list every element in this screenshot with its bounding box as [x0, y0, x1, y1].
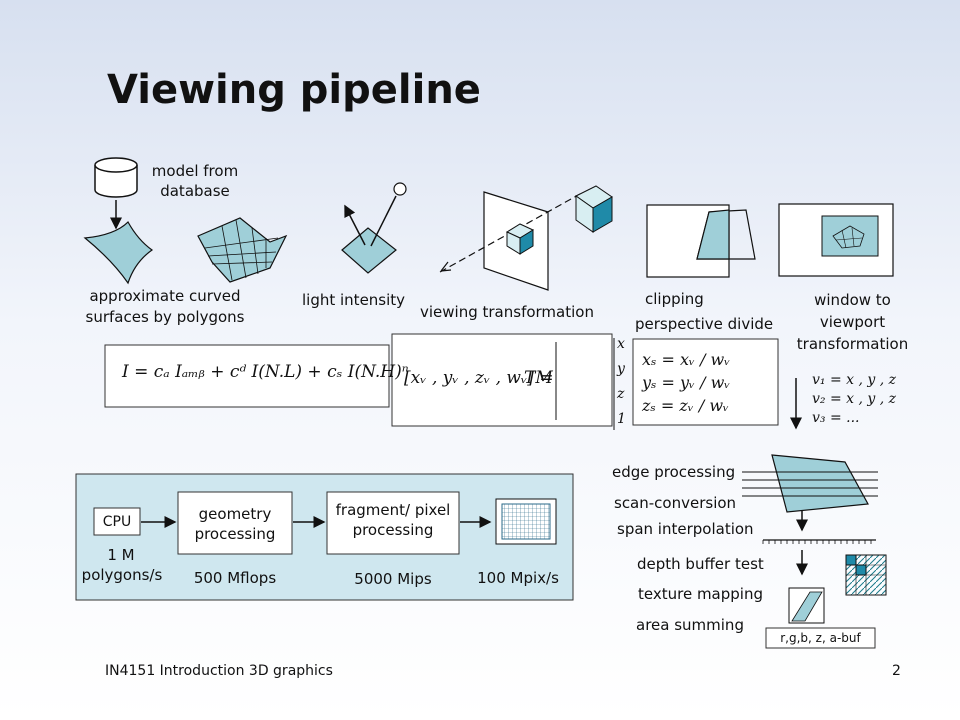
viewing-transform-icon [439, 185, 613, 291]
polygon-mesh-icon [197, 217, 288, 283]
fragment-label-2: processing [352, 521, 434, 539]
approx-label-2: surfaces by polygons [85, 308, 245, 326]
scan-label: scan-conversion [614, 494, 737, 512]
framebuffer-icon [495, 498, 557, 545]
fragment-label-1: fragment/ pixel [335, 501, 451, 519]
perspective-label: perspective divide [635, 315, 774, 333]
depth-label: depth buffer test [637, 555, 764, 573]
lighting-formula-box [104, 344, 390, 408]
transform-lhs: [xᵥ , yᵥ , zᵥ , wᵥ] = [404, 368, 554, 388]
cpu-rate-2: polygons/s [81, 566, 163, 584]
divide-y: yₛ = yᵥ / wᵥ [642, 373, 731, 392]
light-label: light intensity [302, 291, 406, 309]
curved-surface-icon [83, 221, 154, 285]
scan-conversion-icon [742, 454, 878, 513]
edge-label: edge processing [612, 463, 736, 481]
vertex-2: v₂ = x , y , z [812, 391, 897, 407]
model-label-1: model from [151, 162, 239, 180]
transform-formula-box [391, 333, 613, 427]
slide-title: Viewing pipeline [107, 67, 481, 113]
vec-x: x [617, 336, 625, 352]
fragment-rate: 5000 Mips [354, 570, 432, 588]
divide-x: xₛ = xᵥ / wᵥ [642, 350, 731, 369]
lighting-formula: I = cₐ Iₐₘᵦ + cᵈ I(N.L) + cₛ I(N.H)ⁿ [122, 362, 409, 382]
window-label-3: transformation [796, 335, 909, 353]
area-label: area summing [636, 616, 744, 634]
transform-tm: TM [524, 368, 553, 388]
hardware-panel [75, 473, 574, 601]
geometry-label-2: processing [194, 525, 276, 543]
geometry-label-1: geometry [198, 505, 272, 523]
pixel-rate: 100 Mpix/s [477, 569, 559, 587]
approx-label-1: approximate curved [89, 287, 241, 305]
database-icon [94, 157, 138, 198]
light-intensity-icon [341, 182, 407, 274]
texture-mapping-icon [788, 587, 825, 624]
geometry-rate: 500 Mflops [193, 569, 277, 587]
span-label: span interpolation [617, 520, 754, 538]
vec-z: z [617, 386, 625, 402]
viewport-icon [778, 203, 894, 277]
window-label-2: viewport [819, 313, 886, 331]
vec-one: 1 [617, 411, 626, 427]
span-interpolation-icon [762, 539, 876, 544]
texture-label: texture mapping [638, 585, 763, 603]
vec-y: y [617, 361, 625, 377]
abuffer-label: r,g,b, z, a-buf [780, 631, 861, 645]
page-number: 2 [892, 663, 901, 679]
abuffer-box [765, 627, 876, 649]
vertex-1: v₁ = x , y , z [812, 372, 897, 388]
footer-course: IN4151 Introduction 3D graphics [105, 663, 333, 679]
window-label-1: window to [814, 291, 891, 309]
depth-buffer-icon [845, 554, 887, 596]
cpu-rate-1: 1 M [107, 546, 135, 564]
divide-formula-box [632, 338, 779, 426]
divide-z: zₛ = zᵥ / wᵥ [642, 396, 730, 415]
viewing-label: viewing transformation [420, 303, 594, 321]
clipping-icon [646, 204, 756, 278]
cpu-label: CPU [102, 514, 132, 530]
clipping-label: clipping [645, 290, 704, 308]
vertex-3: v₃ = ... [812, 410, 860, 426]
model-label-2: database [160, 182, 230, 200]
